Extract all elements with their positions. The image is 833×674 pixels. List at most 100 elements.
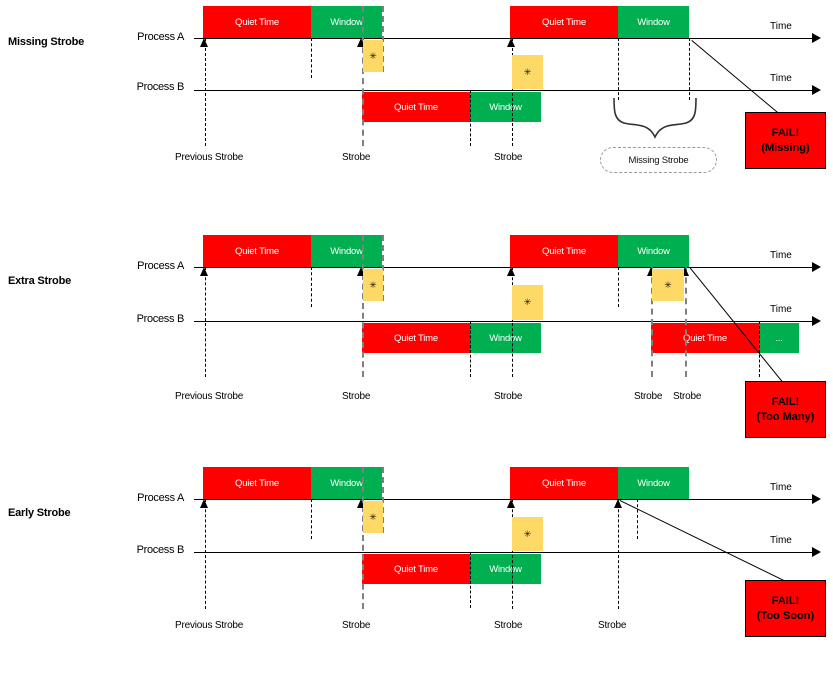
block-window: Window xyxy=(470,323,541,353)
time-label-a: Time xyxy=(770,482,792,493)
strobe-guide xyxy=(685,267,687,377)
strobe-arrow xyxy=(507,499,515,508)
tick-label: Strobe xyxy=(598,620,627,631)
strobe-arrow xyxy=(357,38,365,47)
strobe-guide xyxy=(512,38,513,146)
process-b-label: Process B xyxy=(136,81,185,93)
block-quiet-time: Quiet Time xyxy=(510,235,618,267)
panel-missing-strobe: Missing Strobe Process A Time Quiet Time… xyxy=(0,0,833,212)
strobe-marker: ✳ xyxy=(512,285,543,320)
fail-title: FAIL! xyxy=(771,594,800,607)
block-quiet-time: Quiet Time xyxy=(203,6,311,38)
strobe-arrow xyxy=(357,499,365,508)
window-start-guide xyxy=(470,321,471,377)
window-start-guide xyxy=(311,267,312,307)
strobe-marker: ✳ xyxy=(512,517,543,551)
window-start-guide xyxy=(311,38,312,78)
process-a-axis xyxy=(194,267,814,268)
fail-box: FAIL! (Missing) xyxy=(745,112,826,169)
block-window: Window xyxy=(311,235,382,267)
window-start-guide xyxy=(470,552,471,608)
fail-callout-line xyxy=(691,40,779,114)
block-quiet-time: Quiet Time xyxy=(362,323,470,353)
window-end-guide xyxy=(382,235,384,301)
fail-reason: (Too Soon) xyxy=(756,609,815,622)
process-b-label: Process B xyxy=(136,313,185,325)
time-label-a: Time xyxy=(770,21,792,32)
strobe-guide xyxy=(205,38,206,146)
strobe-guide xyxy=(651,267,653,377)
block-window: ... xyxy=(759,323,799,353)
missing-strobe-annotation: Missing Strobe xyxy=(600,147,717,173)
strobe-guide xyxy=(362,235,364,377)
tick-label: Strobe xyxy=(494,391,523,402)
fail-box: FAIL! (Too Many) xyxy=(745,381,826,438)
time-label-b: Time xyxy=(770,535,792,546)
block-quiet-time: Quiet Time xyxy=(203,235,311,267)
window-start-guide xyxy=(311,499,312,539)
process-a-label: Process A xyxy=(137,31,184,43)
strobe-guide xyxy=(205,267,206,377)
block-window: Window xyxy=(470,92,541,122)
fail-reason: (Missing) xyxy=(761,141,810,154)
strobe-guide xyxy=(512,499,513,609)
process-a-axis-arrow xyxy=(812,33,821,43)
window-start-guide xyxy=(470,90,471,146)
strobe-arrow xyxy=(507,38,515,47)
strobe-marker: ✳ xyxy=(363,501,383,533)
panel-title: Missing Strobe xyxy=(8,36,85,48)
block-quiet-time: Quiet Time xyxy=(362,554,470,584)
tick-label: Strobe xyxy=(342,620,371,631)
block-quiet-time: Quiet Time xyxy=(651,323,759,353)
window-start-guide xyxy=(618,267,619,307)
strobe-arrow xyxy=(357,267,365,276)
block-quiet-time: Quiet Time xyxy=(510,467,618,499)
strobe-arrow xyxy=(507,267,515,276)
block-window: Window xyxy=(618,235,689,267)
fail-reason: (Too Many) xyxy=(756,410,815,423)
window-end-guide xyxy=(382,467,384,533)
process-b-axis-arrow xyxy=(812,547,821,557)
tick-label: Strobe xyxy=(634,391,663,402)
process-a-axis xyxy=(194,499,814,500)
strobe-arrow xyxy=(200,38,208,47)
process-b-axis-arrow xyxy=(812,85,821,95)
panel-early-strobe: Early Strobe Process A Time Quiet Time W… xyxy=(0,462,833,674)
window-start-guide xyxy=(759,321,760,377)
strobe-marker: ✳ xyxy=(652,269,684,301)
block-window: Window xyxy=(618,6,689,38)
strobe-guide xyxy=(205,499,206,609)
process-b-axis xyxy=(194,90,814,91)
strobe-guide xyxy=(512,267,513,377)
block-window: Window xyxy=(311,467,382,499)
strobe-marker: ✳ xyxy=(512,55,543,89)
tick-label: Strobe xyxy=(494,620,523,631)
panel-title: Extra Strobe xyxy=(8,275,72,287)
process-a-label: Process A xyxy=(137,492,184,504)
panel-extra-strobe: Extra Strobe Process A Time Quiet Time W… xyxy=(0,235,833,451)
process-a-axis-arrow xyxy=(812,494,821,504)
strobe-arrow xyxy=(614,499,622,508)
block-quiet-time: Quiet Time xyxy=(362,92,470,122)
block-window: Window xyxy=(311,6,382,38)
tick-label: Previous Strobe xyxy=(175,620,244,631)
fail-title: FAIL! xyxy=(771,395,800,408)
missing-strobe-brace xyxy=(613,97,697,139)
process-b-axis xyxy=(194,552,814,553)
strobe-arrow xyxy=(200,267,208,276)
tick-label: Strobe xyxy=(342,152,371,163)
block-window: Window xyxy=(618,467,689,499)
strobe-guide xyxy=(362,467,364,609)
process-a-axis xyxy=(194,38,814,39)
tick-label: Previous Strobe xyxy=(175,152,244,163)
process-a-axis-arrow xyxy=(812,262,821,272)
strobe-guide xyxy=(362,6,364,146)
tick-label: Strobe xyxy=(342,391,371,402)
fail-title: FAIL! xyxy=(771,126,800,139)
fail-box: FAIL! (Too Soon) xyxy=(745,580,826,637)
panel-title: Early Strobe xyxy=(8,507,71,519)
tick-label: Previous Strobe xyxy=(175,391,244,402)
strobe-marker: ✳ xyxy=(363,40,383,72)
process-b-axis-arrow xyxy=(812,316,821,326)
window-guide xyxy=(637,499,638,539)
